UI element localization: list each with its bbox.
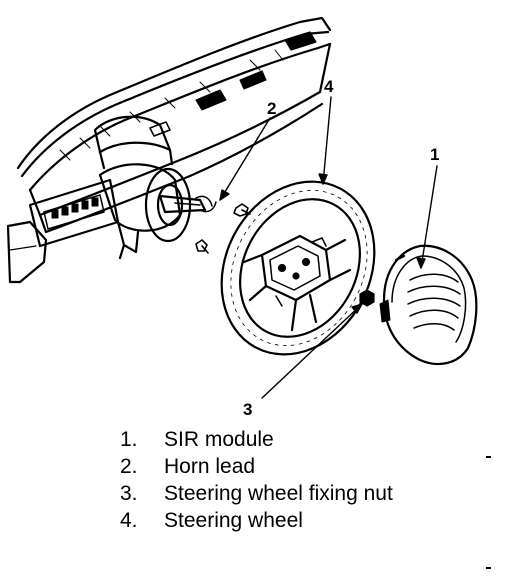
callout-2: 2: [267, 99, 276, 118]
legend-text: SIR module: [164, 428, 274, 451]
sir-module-illustration: [379, 244, 478, 366]
legend-text: Steering wheel: [164, 509, 303, 532]
parts-legend: 1. SIR module 2. Horn lead 3. Steering w…: [120, 426, 444, 534]
steering-wheel-exploded-diagram: 1 2 3 4: [6, 16, 478, 419]
legend-text: Steering wheel fixing nut: [164, 482, 393, 505]
legend-text: Horn lead: [164, 455, 256, 478]
margin-tick-mark: [486, 567, 491, 569]
callout-1: 1: [430, 145, 439, 164]
callout-4: 4: [324, 77, 334, 96]
dashboard-illustration: [6, 16, 332, 284]
margin-tick-mark: [486, 456, 491, 458]
legend-number: 3.: [120, 482, 138, 505]
legend-item: 3. Steering wheel fixing nut: [120, 480, 444, 507]
legend-number: 1.: [120, 428, 138, 451]
steering-wheel-illustration: [220, 180, 376, 356]
legend-item: 4. Steering wheel: [120, 507, 444, 534]
leader-lines: [219, 96, 438, 399]
legend-number: 4.: [120, 509, 138, 532]
legend-number: 2.: [120, 455, 138, 478]
legend-item: 2. Horn lead: [120, 453, 444, 480]
callout-3: 3: [243, 400, 252, 419]
legend-item: 1. SIR module: [120, 426, 444, 453]
